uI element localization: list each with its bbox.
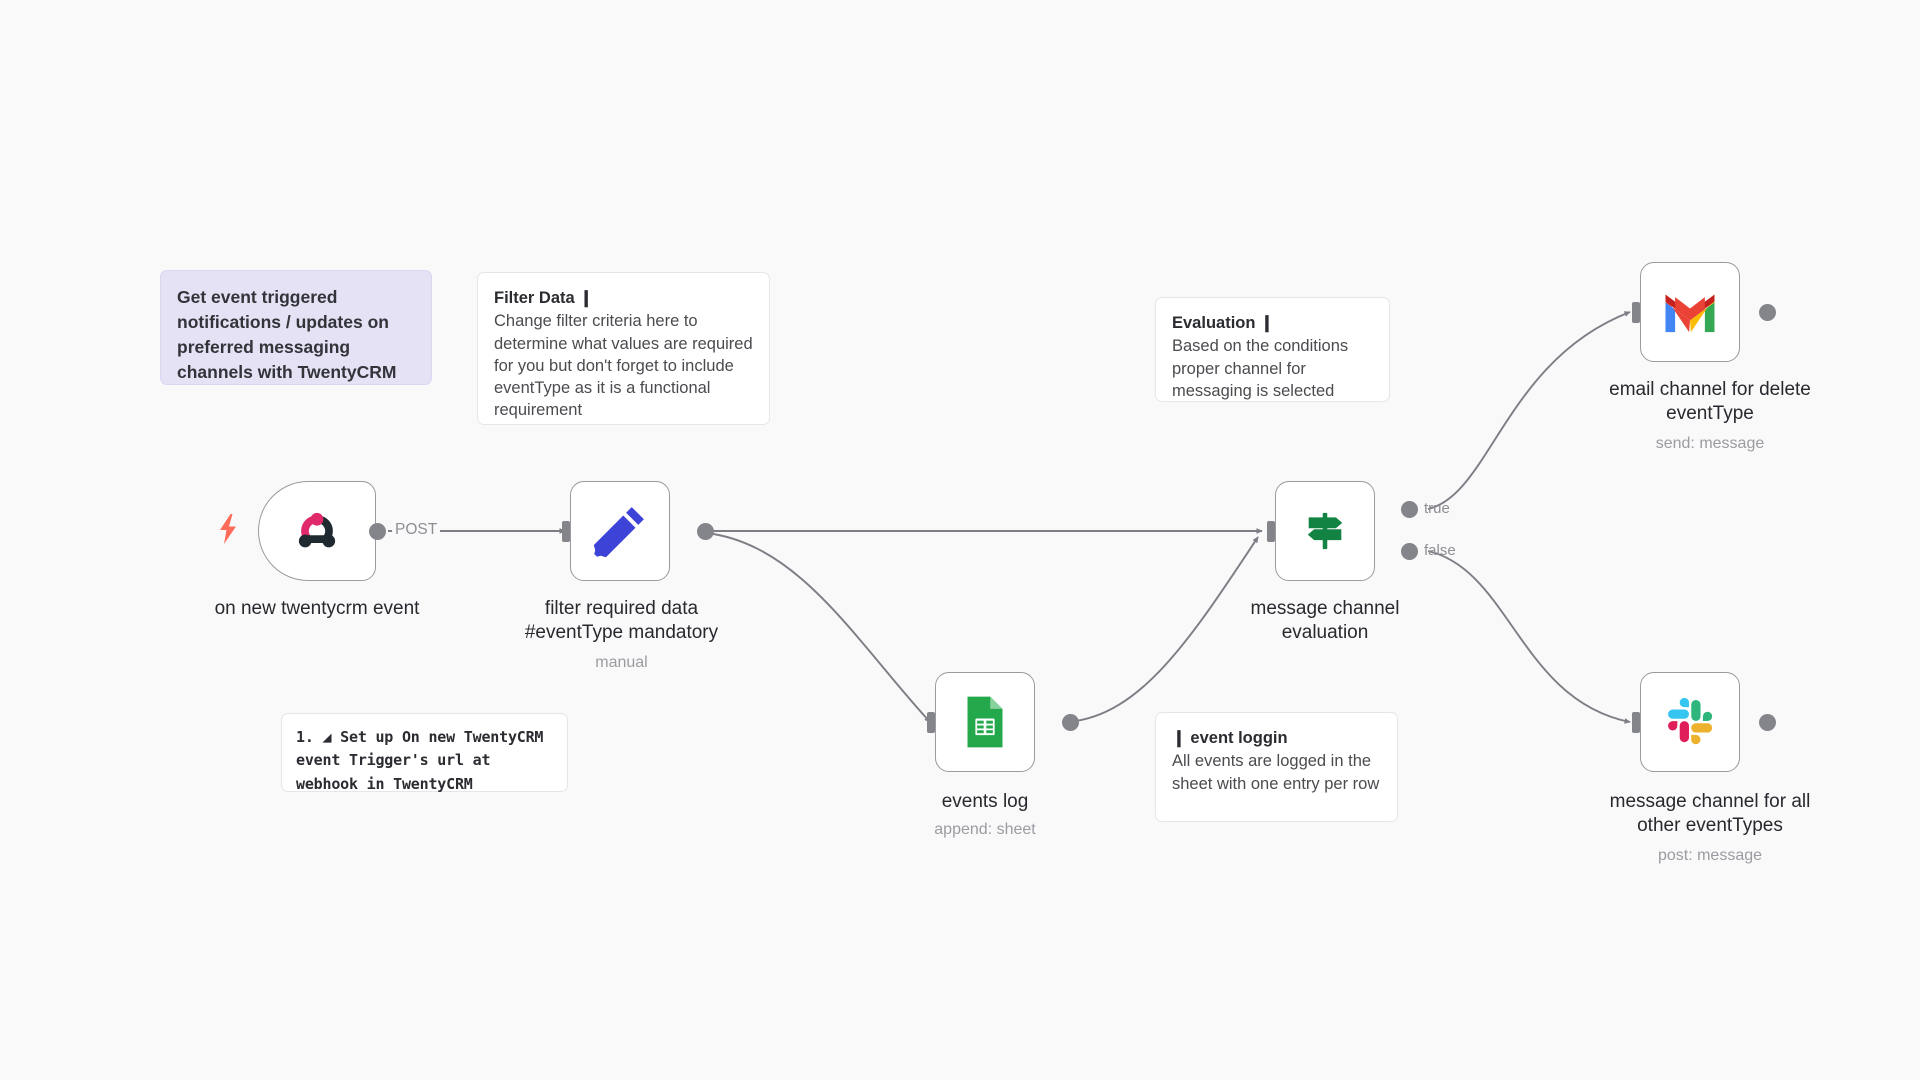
pencil-edit-icon: [593, 507, 644, 558]
port-out-google-sheets[interactable]: [1062, 714, 1079, 731]
port-out-webhook-trigger[interactable]: [369, 523, 386, 540]
node-caption-google-sheets: events log: [941, 791, 1029, 812]
sticky-filter-title: Filter Data ❙: [494, 289, 594, 307]
node-subcaption-gmail: send: message: [1655, 435, 1765, 452]
node-set-filter[interactable]: [570, 481, 670, 581]
sticky-filter-body: Change filter criteria here to determine…: [494, 312, 753, 420]
node-caption-set-filter: filter required data #eventType mandator…: [524, 598, 719, 644]
node-webhook-trigger[interactable]: [258, 481, 376, 581]
sticky-note-setup-step[interactable]: 1. ◢ Set up On new TwentyCRM event Trigg…: [281, 713, 568, 793]
gmail-icon: [1665, 294, 1715, 333]
node-if-switch[interactable]: [1275, 481, 1375, 581]
google-sheets-icon: [967, 696, 1003, 748]
port-out-set-filter[interactable]: [697, 523, 714, 540]
port-label-false: false: [1424, 542, 1456, 559]
port-in-google-sheets[interactable]: [927, 712, 935, 733]
port-in-slack[interactable]: [1632, 712, 1640, 733]
port-in-set-filter[interactable]: [562, 521, 570, 542]
sticky-note-overview[interactable]: Get event triggered notifications / upda…: [160, 270, 432, 385]
node-google-sheets[interactable]: [935, 672, 1035, 772]
sticky-evaluation-title: Evaluation ❙: [1172, 314, 1274, 332]
port-out-if-true[interactable]: [1401, 501, 1418, 518]
signpost-icon: [1307, 512, 1343, 550]
sticky-loggin-title: ❙ event loggin: [1172, 729, 1288, 747]
port-in-if-switch[interactable]: [1267, 521, 1275, 542]
sticky-note-event-loggin[interactable]: ❙ event loggin All events are logged in …: [1155, 712, 1398, 822]
node-caption-gmail: email channel for delete eventType: [1609, 379, 1811, 425]
webhook-icon: [298, 512, 336, 548]
edge-label-post: POST: [392, 521, 441, 539]
node-subcaption-google-sheets: append: sheet: [934, 821, 1036, 838]
port-out-slack[interactable]: [1759, 714, 1776, 731]
node-caption-slack: message channel for all other eventTypes: [1609, 791, 1811, 837]
port-label-true: true: [1424, 500, 1450, 517]
edge-if-false-to-slack: [1427, 550, 1631, 724]
port-out-if-false[interactable]: [1401, 543, 1418, 560]
node-caption-if-switch: message channel evaluation: [1250, 598, 1400, 644]
node-subcaption-slack: post: message: [1657, 847, 1763, 864]
port-out-gmail[interactable]: [1759, 304, 1776, 321]
port-in-gmail[interactable]: [1632, 302, 1640, 323]
node-subcaption-set-filter: manual: [595, 654, 648, 671]
node-slack[interactable]: [1640, 672, 1740, 772]
node-caption-webhook-trigger: on new twentycrm event: [214, 598, 420, 619]
sticky-loggin-body: All events are logged in the sheet with …: [1172, 752, 1380, 793]
sticky-setup-body: 1. ◢ Set up On new TwentyCRM event Trigg…: [296, 728, 544, 793]
trigger-bolt-icon: [217, 514, 239, 544]
sticky-overview-body: Get event triggered notifications / upda…: [177, 287, 397, 382]
sticky-evaluation-body: Based on the conditions proper channel f…: [1172, 337, 1349, 400]
node-gmail[interactable]: [1640, 262, 1740, 362]
sticky-note-evaluation[interactable]: Evaluation ❙ Based on the conditions pro…: [1155, 297, 1390, 402]
slack-icon: [1668, 697, 1713, 745]
sticky-note-filter-data[interactable]: Filter Data ❙ Change filter criteria her…: [477, 272, 770, 425]
